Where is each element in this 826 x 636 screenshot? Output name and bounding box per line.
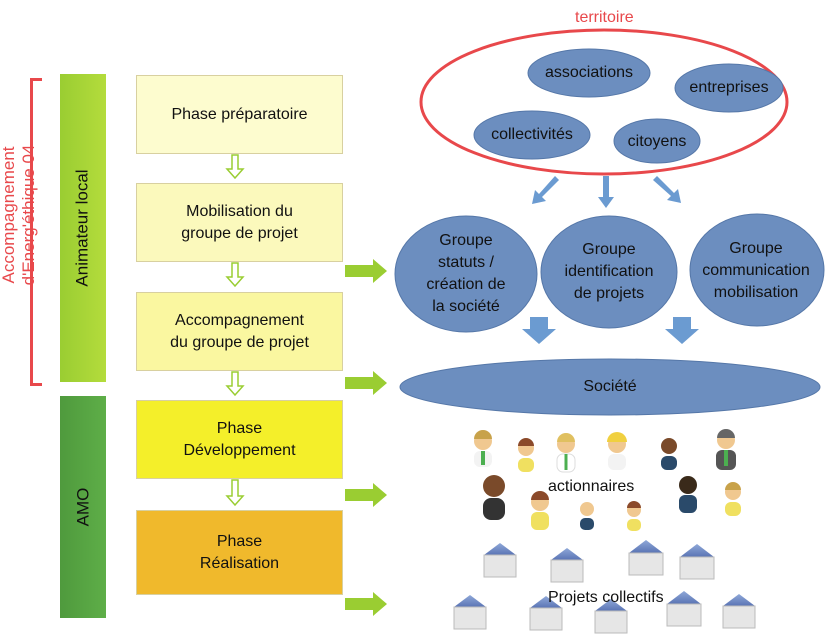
member-citoyens-label: citoyens: [627, 133, 687, 150]
person-icon: [474, 430, 492, 467]
block-arrow-right: [665, 317, 699, 344]
house-icon: [483, 543, 517, 578]
groupe-statuts-ellipse: [394, 215, 538, 333]
member-associations-label: associations: [544, 64, 634, 81]
person-icon: [556, 433, 576, 473]
phase-accompagnement: Accompagnement du groupe de projet: [136, 292, 343, 371]
actionnaires-label: actionnaires: [548, 478, 635, 495]
phase-down-arrows: [225, 154, 245, 507]
member-collectivites-label: collectivités: [491, 126, 573, 143]
blue-arrow-left: [532, 176, 559, 204]
person-icon: [483, 475, 505, 520]
block-arrow-left: [522, 317, 556, 344]
groupe-communication-label: Groupe communication mobilisation: [702, 240, 810, 301]
person-icon: [627, 501, 641, 531]
down-arrow-2: [225, 262, 245, 288]
house-icon: [666, 591, 702, 627]
house-icon: [722, 594, 756, 629]
societe-label: Société: [583, 378, 637, 395]
right-arrow-4: [345, 592, 387, 616]
groupe-communication-ellipse: [689, 213, 825, 327]
person-icon: [716, 429, 736, 470]
person-icon: [607, 432, 627, 470]
down-arrow-1: [225, 154, 245, 180]
role-animateur-bar: Animateur local: [60, 74, 106, 382]
blue-down-arrows: [532, 176, 681, 208]
house-icon: [550, 548, 584, 583]
house-icons: [453, 540, 756, 634]
groupe-statuts-label: Groupe statuts / création de la société: [426, 232, 506, 315]
projets-label: Projets collectifs: [548, 589, 664, 606]
side-bracket: [30, 78, 42, 386]
person-icon: [661, 438, 677, 470]
right-arrow-1: [345, 259, 387, 283]
phase-mobilisation: Mobilisation du groupe de projet: [136, 183, 343, 262]
blue-block-arrows: [522, 317, 699, 344]
down-arrow-3: [225, 371, 245, 397]
groupe-identification-ellipse: [540, 215, 678, 329]
member-entreprises-label: entreprises: [689, 79, 769, 96]
societe-ellipse: [399, 358, 821, 416]
member-citoyens: [613, 118, 701, 164]
person-icon: [679, 476, 697, 513]
role-amo-bar: AMO: [60, 396, 106, 618]
house-icon: [529, 596, 563, 631]
member-entreprises: [674, 63, 784, 113]
territoire-title: territoire: [575, 9, 634, 26]
house-icon: [628, 540, 664, 576]
blue-arrow-center: [598, 176, 614, 208]
right-arrow-3: [345, 483, 387, 507]
house-icon: [594, 599, 628, 634]
phase-developpement: Phase Développement: [136, 400, 343, 479]
house-icon: [453, 595, 487, 630]
people-icons: [474, 429, 741, 531]
member-associations: [527, 48, 651, 98]
right-arrow-2: [345, 371, 387, 395]
person-icon: [580, 502, 594, 530]
house-icon: [679, 544, 715, 580]
territoire-members: [473, 48, 784, 164]
groupes: [394, 213, 825, 333]
person-icon: [518, 438, 534, 472]
phase-realisation: Phase Réalisation: [136, 510, 343, 595]
member-collectivites: [473, 110, 591, 160]
green-right-arrows: [345, 259, 387, 616]
down-arrow-4: [225, 479, 245, 507]
person-icon: [531, 491, 549, 530]
groupe-identification-label: Groupe identification de projets: [564, 241, 654, 302]
phase-preparatoire: Phase préparatoire: [136, 75, 343, 154]
person-icon: [725, 482, 741, 516]
blue-arrow-right: [653, 176, 681, 203]
